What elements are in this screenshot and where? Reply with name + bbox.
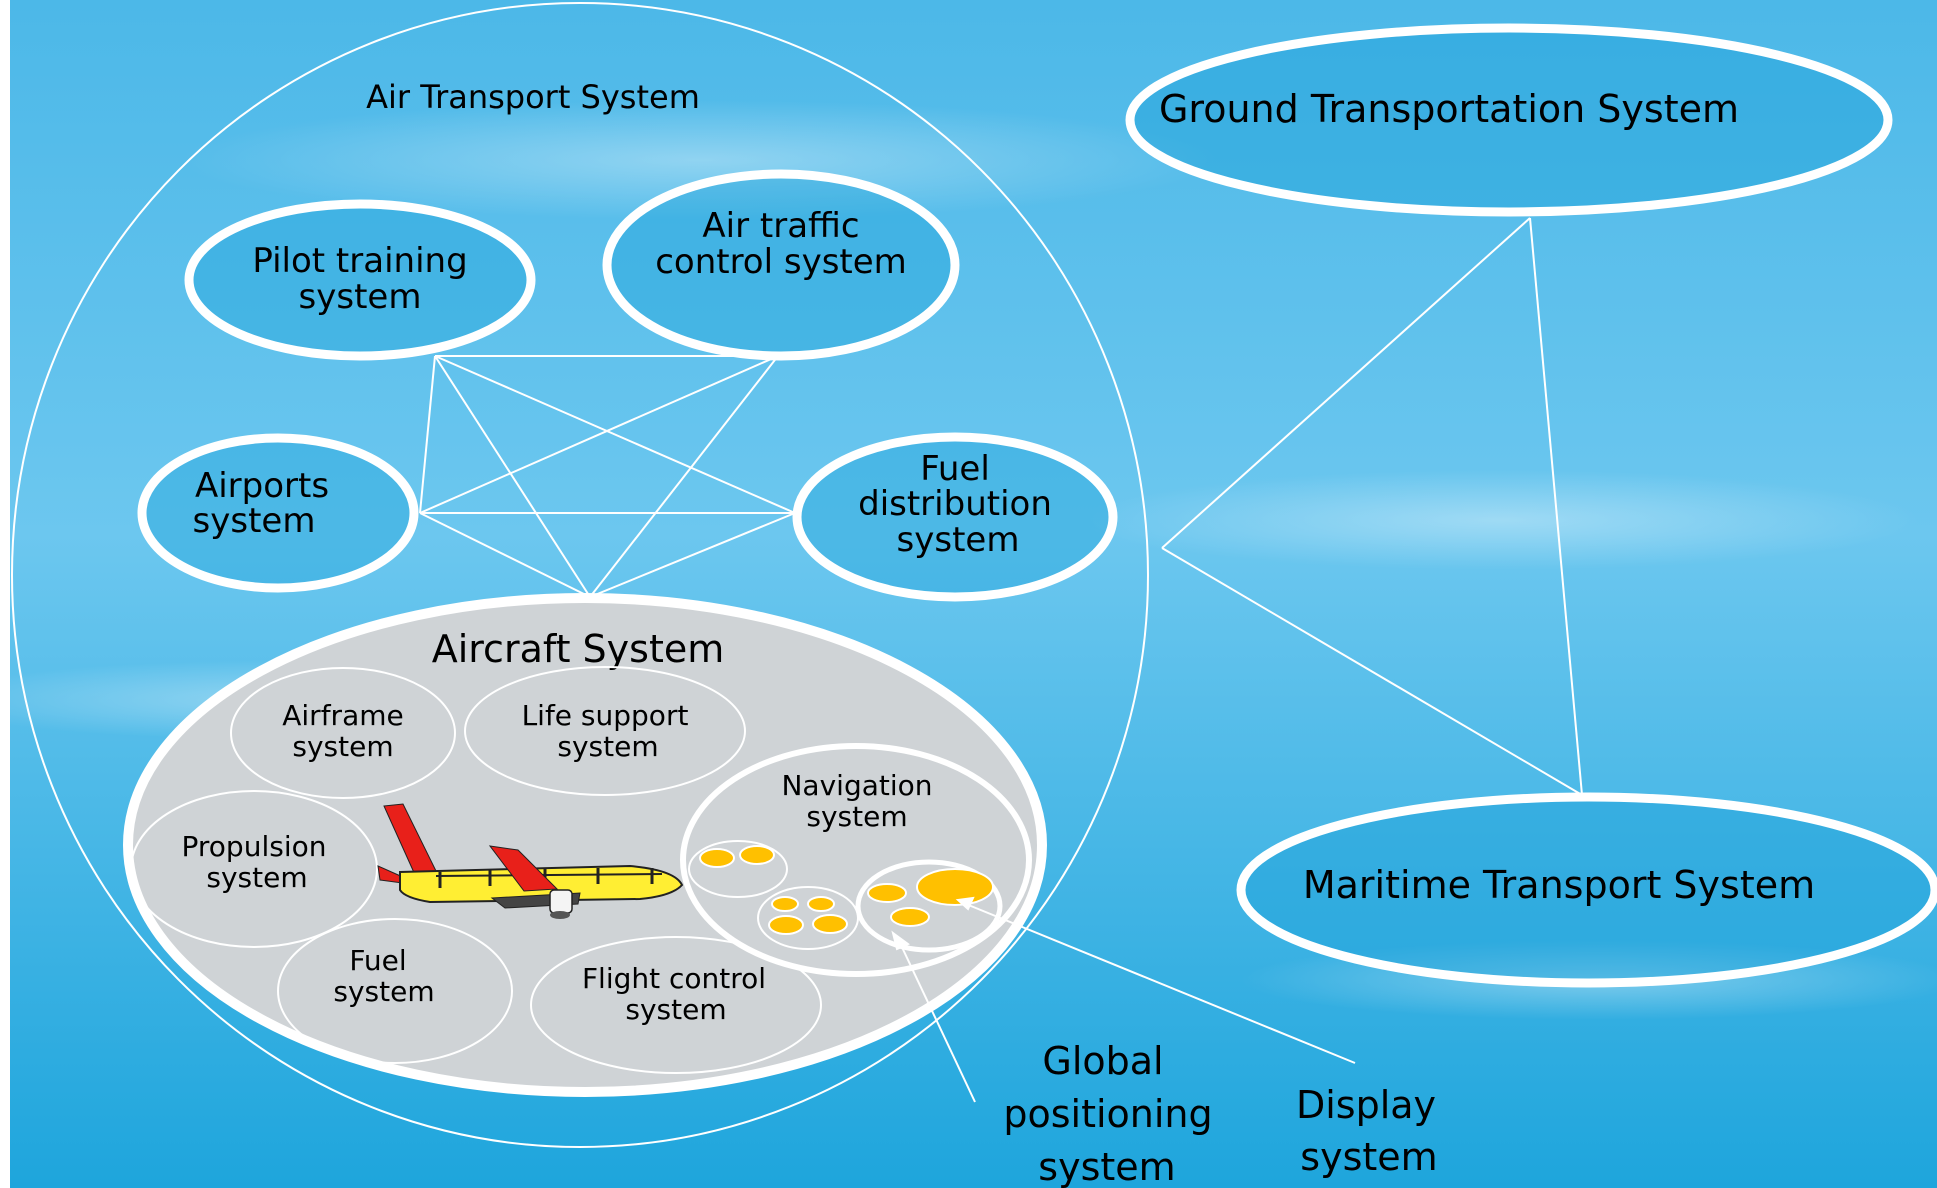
ground-transportation-node [1125,23,1893,217]
gps-label-line1: Global [1042,1039,1163,1083]
gps-callout-line [899,942,976,1103]
fuel-distribution-label-line1: Fuel [920,449,990,489]
pilot-training-node [184,199,536,361]
airframe-node [230,667,456,799]
fuel-distribution-node [792,432,1118,602]
cloud-haze [1080,470,1920,570]
display-callout-arrow [955,896,975,911]
gold-component [890,907,930,927]
gold-component [739,845,775,865]
airports-label-line2: system [193,501,316,541]
fuel-system-label-line1: Fuel [349,944,406,977]
life-support-node [464,666,746,796]
airports-label-line1: Airports [195,466,329,506]
air-transport-links [419,355,796,598]
flight-control-node [530,936,822,1074]
fuel-system-label-line2: system [333,975,434,1008]
gps-callout-arrow [891,930,910,951]
air-traffic-control-node [602,169,960,361]
fuel-system-node [277,918,513,1064]
display-label-line1: Display [1296,1083,1436,1127]
gps-label-line3: system [1038,1145,1175,1188]
gold-component [807,896,835,912]
airports-node [137,433,419,593]
transport-system-links [1161,217,1583,796]
life-support-label-line1: Life support [522,699,689,732]
maritime-transport-label: Maritime Transport System [1303,863,1815,907]
aircraft-system-title: Aircraft System [432,627,725,671]
pilot-training-label-line2: system [299,277,422,317]
air-transport-circle [11,2,1149,1148]
airframe-label-line2: system [292,730,393,763]
air-transport-title: Air Transport System [366,78,700,116]
nav-subsystem-1 [688,840,788,898]
navigation-label-line2: system [806,800,907,833]
gold-component [768,915,804,935]
gold-component [812,914,848,934]
pilot-training-label-line1: Pilot training [252,241,467,281]
display-label-line2: system [1300,1135,1437,1179]
left-margin [0,0,10,1188]
gold-component [699,848,735,868]
flight-control-label-line1: Flight control [582,962,766,995]
ground-transportation-label: Ground Transportation System [1159,87,1739,131]
air-traffic-label-line2: control system [655,242,907,282]
airplane-icon [377,803,684,919]
propulsion-label-line2: system [206,861,307,894]
fuel-distribution-label-line3: system [897,520,1020,560]
life-support-label-line2: system [557,730,658,763]
cloud-haze [180,100,1220,220]
gold-component [867,883,907,903]
fuel-distribution-label-line2: distribution [858,484,1052,524]
propulsion-node [130,790,378,948]
flight-control-label-line2: system [625,993,726,1026]
navigation-label-line1: Navigation [781,769,932,802]
gps-label-line2: positioning [1003,1092,1212,1136]
propulsion-label-line1: Propulsion [182,830,327,863]
gold-component [771,896,799,912]
display-callout-line [965,903,1356,1064]
nav-subsystem-3 [855,859,1003,953]
maritime-transport-node [1236,792,1937,988]
air-traffic-label-line1: Air traffic [702,206,859,246]
navigation-node [680,743,1032,977]
gold-component [916,868,994,906]
airframe-label-line1: Airframe [282,699,403,732]
